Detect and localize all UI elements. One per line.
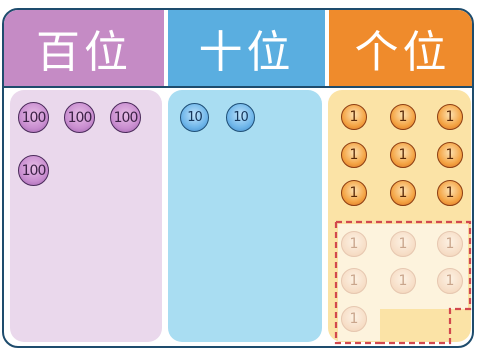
faded-one-coin-label: 1 (445, 236, 455, 252)
one-coin: 1 (341, 142, 367, 168)
one-coin-label: 1 (398, 147, 408, 163)
column-tens (168, 90, 322, 342)
faded-one-coin-label: 1 (349, 236, 359, 252)
faded-one-coin: 1 (390, 231, 416, 257)
header-ones: 个位 (329, 10, 472, 86)
header-tens-label: 十位 (198, 27, 295, 78)
hundred-coin-label: 100 (67, 109, 93, 126)
header-tens: 十位 (168, 10, 325, 86)
hundred-coin: 100 (18, 155, 49, 186)
faded-one-coin-label: 1 (398, 273, 408, 289)
one-coin-label: 1 (398, 109, 408, 125)
hundred-coin-label: 100 (21, 109, 47, 126)
one-coin: 1 (437, 142, 463, 168)
faded-one-coin-label: 1 (349, 311, 359, 327)
one-coin: 1 (437, 104, 463, 130)
faded-one-coin-label: 1 (349, 273, 359, 289)
ten-coin-label: 10 (187, 110, 203, 125)
regroup-dashed-inner-path (380, 309, 450, 343)
faded-one-coin: 1 (341, 268, 367, 294)
one-coin: 1 (390, 142, 416, 168)
hundred-coin-label: 100 (113, 109, 139, 126)
ten-coin: 10 (226, 103, 255, 132)
faded-one-coin: 1 (341, 306, 367, 332)
one-coin-label: 1 (445, 185, 455, 201)
one-coin-label: 1 (445, 147, 455, 163)
hundred-coin-label: 100 (21, 162, 47, 179)
header-hundreds: 百位 (4, 10, 164, 86)
hundred-coin: 100 (64, 102, 95, 133)
header-hundreds-label: 百位 (36, 27, 132, 78)
ten-coin: 10 (180, 103, 209, 132)
one-coin: 1 (390, 104, 416, 130)
one-coin: 1 (341, 180, 367, 206)
one-coin-label: 1 (445, 109, 455, 125)
header-ones-label: 个位 (354, 27, 451, 78)
one-coin-label: 1 (349, 147, 359, 163)
regroup-dashed-outline-path (334, 222, 380, 345)
hundred-coin: 100 (110, 102, 141, 133)
faded-one-coin: 1 (437, 231, 463, 257)
regroup-dashed-outline-path (336, 220, 472, 345)
one-coin-label: 1 (349, 109, 359, 125)
faded-one-coin: 1 (341, 231, 367, 257)
hundred-coin: 100 (18, 102, 49, 133)
ten-coin-label: 10 (233, 110, 249, 125)
header-divider (325, 10, 329, 86)
faded-one-coin: 1 (437, 268, 463, 294)
faded-one-coin-label: 1 (445, 273, 455, 289)
one-coin: 1 (341, 104, 367, 130)
header-bottom-border (4, 86, 472, 88)
faded-one-coin: 1 (390, 268, 416, 294)
one-coin-label: 1 (349, 185, 359, 201)
one-coin-label: 1 (398, 185, 408, 201)
one-coin: 1 (390, 180, 416, 206)
one-coin: 1 (437, 180, 463, 206)
header-divider (164, 10, 168, 86)
faded-one-coin-label: 1 (398, 236, 408, 252)
